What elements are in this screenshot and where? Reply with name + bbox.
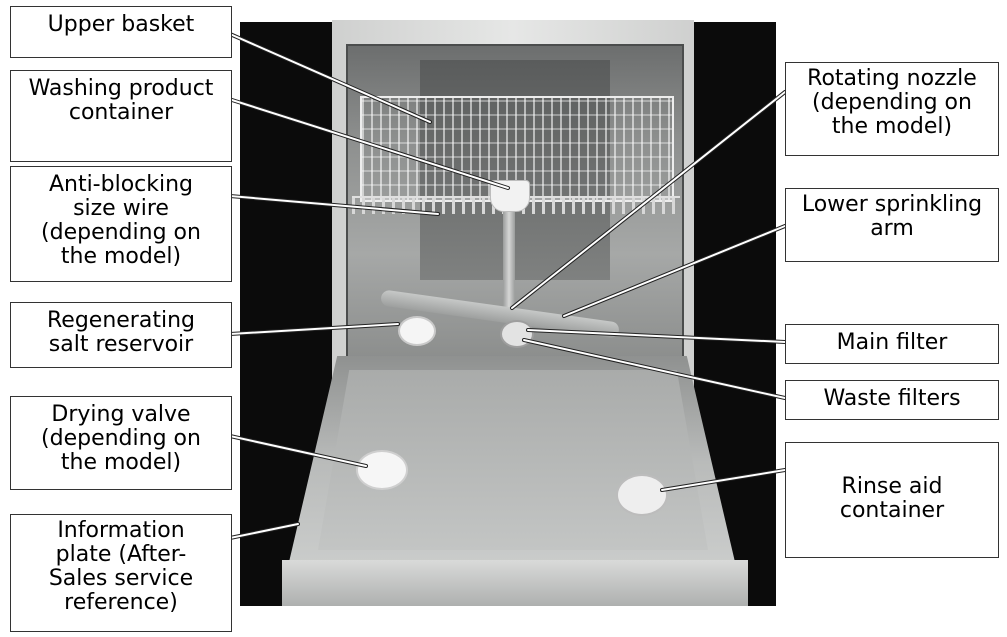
filter-assembly-shape [500, 320, 534, 348]
leader-washing-product [231, 99, 509, 189]
salt-reservoir-cap-shape [398, 316, 436, 346]
leader-anti-blocking [229, 195, 439, 215]
label-regenerating-salt-reservoir: Regenerating salt reservoir [10, 302, 232, 368]
label-rinse-aid-container: Rinse aid container [785, 442, 999, 558]
label-upper-basket: Upper basket [10, 6, 232, 58]
leader-main-filter [527, 329, 786, 343]
leader-information-plate [229, 523, 299, 539]
leader-upper-basket [229, 33, 431, 123]
label-main-filter: Main filter [785, 324, 999, 364]
label-drying-valve: Drying valve (depending on the model) [10, 396, 232, 490]
label-washing-product-container: Washing product container [10, 70, 232, 162]
label-rotating-nozzle: Rotating nozzle (depending on the model) [785, 62, 999, 156]
label-anti-blocking-size-wire: Anti-blocking size wire (depending on th… [10, 166, 232, 282]
label-lower-sprinkling-arm: Lower sprinkling arm [785, 188, 999, 262]
label-waste-filters: Waste filters [785, 380, 999, 420]
leader-drying-valve [229, 435, 367, 467]
leader-lower-sprinkling [563, 225, 786, 317]
door-bottom-trim [282, 560, 748, 606]
central-supply-pipe [503, 186, 515, 316]
leader-waste-filters [523, 339, 786, 399]
leader-rotating-nozzle [511, 91, 786, 309]
label-information-plate: Information plate (After- Sales service … [10, 514, 232, 632]
rinse-aid-cap-shape [616, 474, 668, 516]
drying-valve-shape [356, 450, 408, 490]
leader-rinse-aid [661, 469, 786, 491]
leader-regenerating-salt [229, 323, 399, 335]
